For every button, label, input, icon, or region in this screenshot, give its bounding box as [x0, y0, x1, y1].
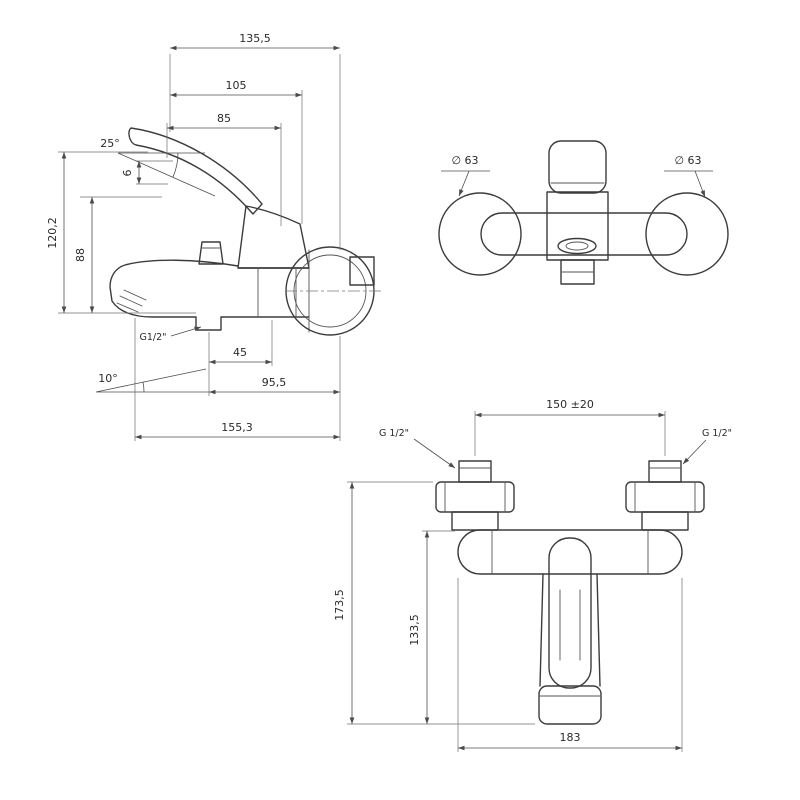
dim-155-3-label: 155,3 [221, 421, 253, 434]
spout-body-side [109, 259, 310, 331]
dim-183-label: 183 [560, 731, 581, 744]
nipple-left [458, 460, 492, 483]
installation-dimensions: 150 ±20 G 1/2" G 1/2" 173,5 133,5 183 [333, 398, 732, 752]
dim-133-5-label: 133,5 [408, 614, 421, 646]
handle-installation-detail [559, 589, 581, 661]
dim-88-label: 88 [74, 248, 87, 262]
front-dimensions: ∅ 63 ∅ 63 [441, 154, 713, 198]
side-dimensions: 135,5 105 85 25° 6 120,2 88 G1/2" 45 10°… [46, 32, 341, 441]
escutcheon-right [645, 192, 729, 276]
dim-120-2-label: 120,2 [46, 217, 59, 249]
angle-10-rays [95, 368, 209, 393]
side-view: 135,5 105 85 25° 6 120,2 88 G1/2" 45 10°… [46, 32, 384, 441]
flange-left [435, 481, 515, 513]
flange-left-base [451, 511, 499, 531]
flange-right [625, 481, 705, 513]
angle-10-label: 10° [98, 372, 118, 385]
handle-front [548, 140, 607, 194]
dim-105-label: 105 [226, 79, 247, 92]
installation-extension-lines [347, 411, 683, 752]
flange-right-detail [634, 481, 696, 513]
dia-right-label: ∅ 63 [674, 154, 701, 167]
installation-view: 150 ±20 G 1/2" G 1/2" 173,5 133,5 183 [333, 398, 732, 752]
angle-25-label: 25° [100, 137, 120, 150]
aerator-front [557, 237, 597, 255]
body-bar-joints [491, 529, 649, 575]
body-bar-installation [457, 529, 683, 575]
cartridge-body-side [237, 205, 310, 269]
nipple-right [648, 460, 682, 483]
faucet-installation-outline [435, 460, 705, 725]
thread-left-label: G 1/2" [379, 428, 409, 439]
thread-right-leader [682, 439, 707, 465]
dim-95-5-label: 95,5 [262, 376, 287, 389]
dim-135-5-label: 135,5 [239, 32, 271, 45]
dim-150-label: 150 ±20 [546, 398, 594, 411]
dim-173-5-label: 173,5 [333, 589, 346, 621]
body-bar-front [480, 212, 688, 256]
handle-lever-side [128, 127, 263, 215]
aerator-front-inner [565, 241, 589, 251]
dim-45-label: 45 [233, 346, 247, 359]
thread-left-leader [413, 438, 456, 469]
thread-label-side: G1/2" [139, 332, 166, 343]
front-view: ∅ 63 ∅ 63 [438, 140, 729, 285]
dia-left-label: ∅ 63 [451, 154, 478, 167]
flange-left-detail [444, 481, 506, 513]
angle-25-rays [117, 152, 216, 197]
faucet-front-outline [438, 140, 729, 285]
flange-right-base [641, 511, 689, 531]
spout-installation [538, 685, 602, 725]
handle-installation [548, 537, 592, 689]
diverter-knob-side [198, 241, 224, 265]
dia-left-leader [458, 170, 470, 197]
thread-right-label: G 1/2" [702, 428, 732, 439]
dim-6-label: 6 [121, 170, 134, 177]
escutcheon-left [438, 192, 522, 276]
dim-85-label: 85 [217, 112, 231, 125]
hose-outlet-side [349, 256, 375, 286]
body-detail-lines [116, 247, 310, 333]
dia-right-leader [694, 170, 706, 198]
thread-leader-side [170, 326, 202, 337]
faucet-side-outline [109, 127, 384, 336]
body-taper [539, 573, 601, 687]
